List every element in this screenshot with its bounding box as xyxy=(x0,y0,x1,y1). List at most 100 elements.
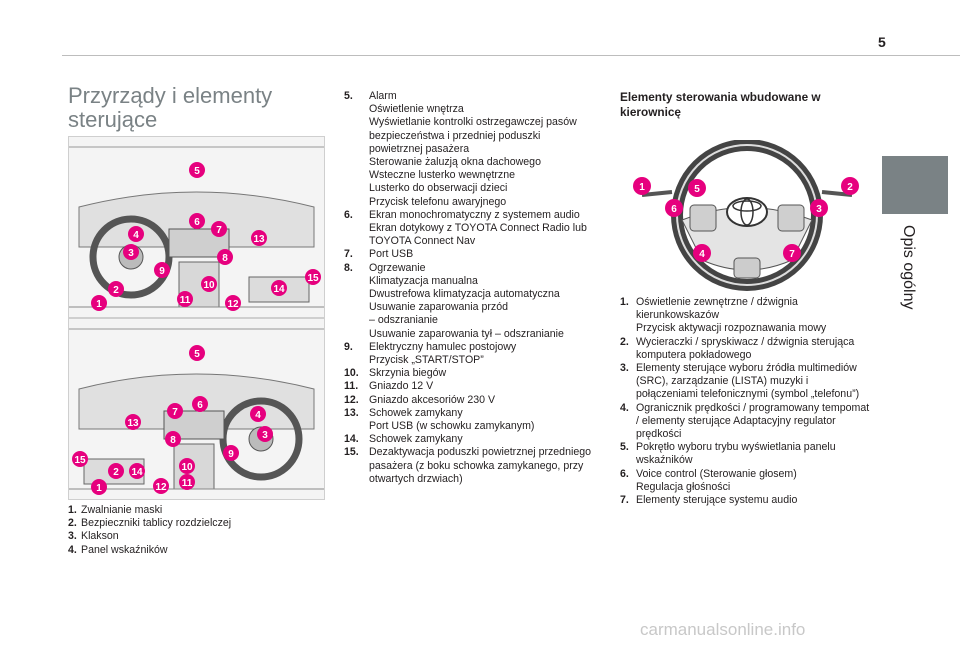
marker-label: 8 xyxy=(170,435,176,446)
list-item: 6.Voice control (Sterowanie głosem) Regu… xyxy=(620,467,797,493)
list-item: 4.Ogranicznik prędkości / programowany t… xyxy=(620,401,870,441)
marker xyxy=(688,179,706,197)
marker xyxy=(91,479,107,495)
marker xyxy=(189,345,205,361)
marker-label: 7 xyxy=(789,249,795,260)
marker xyxy=(129,463,145,479)
marker-label: 6 xyxy=(197,400,203,411)
list-item: 13.Schowek zamykany Port USB (w schowku … xyxy=(344,406,535,433)
marker xyxy=(783,244,801,262)
list-item: 15.Dezaktywacja poduszki powietrznej prz… xyxy=(344,446,591,485)
marker xyxy=(108,281,124,297)
marker xyxy=(665,199,683,217)
marker xyxy=(810,199,828,217)
marker-label: 13 xyxy=(253,234,265,245)
marker-label: 2 xyxy=(113,467,119,478)
marker-label: 4 xyxy=(255,410,261,421)
watermark-footer: carmanualsonline.info xyxy=(640,620,806,639)
marker-label: 6 xyxy=(194,217,200,228)
marker xyxy=(693,244,711,262)
marker-label: 1 xyxy=(639,182,645,193)
list-item: 4.Panel wskaźników xyxy=(68,543,168,556)
section-heading: Elementy sterowania wbudowane w kierowni… xyxy=(620,90,821,119)
marker-label: 5 xyxy=(694,184,700,195)
marker xyxy=(123,244,139,260)
list-item: 7.Elementy sterujące systemu audio xyxy=(620,494,798,507)
right-legend-list: 1.Oświetlenie zewnętrzne / dźwignia kier… xyxy=(620,296,872,507)
dashboard-illustration-lhd: 5 6 7 4 3 13 8 9 10 15 14 2 11 12 1 xyxy=(68,136,325,318)
marker-label: 12 xyxy=(227,299,239,310)
list-item: 9.Elektryczny hamulec postojowy Przycisk… xyxy=(344,340,517,367)
dashboard-illustration-rhd: 5 6 7 4 13 3 8 9 15 14 10 2 11 12 1 xyxy=(68,318,325,500)
left-legend-list: 1.Zwalnianie maski 2.Bezpieczniki tablic… xyxy=(68,504,323,557)
marker-label: 10 xyxy=(181,462,193,473)
marker xyxy=(72,451,88,467)
section-tab-label: Opis ogólny xyxy=(900,225,917,310)
marker-label: 12 xyxy=(155,482,167,493)
marker xyxy=(305,269,321,285)
page-title: Przyrządy i elementy sterujące xyxy=(68,83,273,132)
marker-label: 3 xyxy=(262,430,268,441)
marker xyxy=(179,474,195,490)
marker xyxy=(177,291,193,307)
marker-label: 14 xyxy=(273,284,285,295)
dash1-markers: 5 6 7 4 3 13 8 9 10 15 14 2 11 12 1 xyxy=(91,162,321,311)
marker-label: 4 xyxy=(133,230,139,241)
marker xyxy=(201,276,217,292)
marker xyxy=(125,414,141,430)
marker-label: 11 xyxy=(180,295,191,306)
marker xyxy=(217,249,233,265)
marker xyxy=(189,213,205,229)
marker-label: 6 xyxy=(671,204,677,215)
marker-label: 11 xyxy=(182,478,193,489)
list-item: 11.Gniazdo 12 V xyxy=(344,380,434,393)
marker-label: 7 xyxy=(216,225,222,236)
list-item: 3.Elementy sterujące wyboru źródła multi… xyxy=(620,362,860,401)
list-item: 12.Gniazdo akcesoriów 230 V xyxy=(344,393,496,406)
marker xyxy=(257,426,273,442)
marker xyxy=(192,396,208,412)
marker xyxy=(165,431,181,447)
marker-label: 3 xyxy=(128,248,134,259)
marker xyxy=(108,463,124,479)
marker xyxy=(128,226,144,242)
marker-label: 14 xyxy=(131,467,143,478)
marker-label: 15 xyxy=(307,273,319,284)
marker xyxy=(271,280,287,296)
marker-label: 7 xyxy=(172,407,178,418)
marker-label: 8 xyxy=(222,253,228,264)
marker xyxy=(91,295,107,311)
marker xyxy=(223,445,239,461)
marker xyxy=(154,262,170,278)
marker-label: 2 xyxy=(113,285,119,296)
list-item: 1.Oświetlenie zewnętrzne / dźwignia kier… xyxy=(620,296,827,335)
steering-wheel-illustration: 1 5 2 6 3 4 7 xyxy=(622,140,872,295)
marker xyxy=(179,458,195,474)
list-item: 14.Schowek zamykany xyxy=(344,433,463,446)
marker xyxy=(189,162,205,178)
marker xyxy=(167,403,183,419)
marker xyxy=(225,295,241,311)
marker-label: 10 xyxy=(203,280,215,291)
page-number: 5 xyxy=(878,34,886,50)
list-item: 10.Skrzynia biegów xyxy=(344,367,447,380)
list-item: 8.Ogrzewanie Klimatyzacja manualna Dwust… xyxy=(344,261,564,340)
marker-label: 9 xyxy=(159,266,165,277)
marker xyxy=(841,177,859,195)
marker xyxy=(211,221,227,237)
list-item: 2.Bezpieczniki tablicy rozdzielczej xyxy=(68,517,232,530)
marker xyxy=(633,177,651,195)
marker xyxy=(153,478,169,494)
list-item: 5.Pokrętło wyboru trybu wyświetlania pan… xyxy=(620,441,836,467)
marker-label: 1 xyxy=(96,299,102,310)
marker-label: 13 xyxy=(127,418,139,429)
marker-label: 1 xyxy=(96,483,102,494)
list-item: 6.Ekran monochromatyczny z systemem audi… xyxy=(344,208,587,248)
list-item: 5.Alarm Oświetlenie wnętrza Wyświetlanie… xyxy=(344,90,577,208)
marker-label: 5 xyxy=(194,349,200,360)
header-rule xyxy=(62,55,960,56)
marker-label: 5 xyxy=(194,166,200,177)
marker-label: 9 xyxy=(228,449,234,460)
marker-label: 2 xyxy=(847,182,853,193)
marker-label: 4 xyxy=(699,249,705,260)
